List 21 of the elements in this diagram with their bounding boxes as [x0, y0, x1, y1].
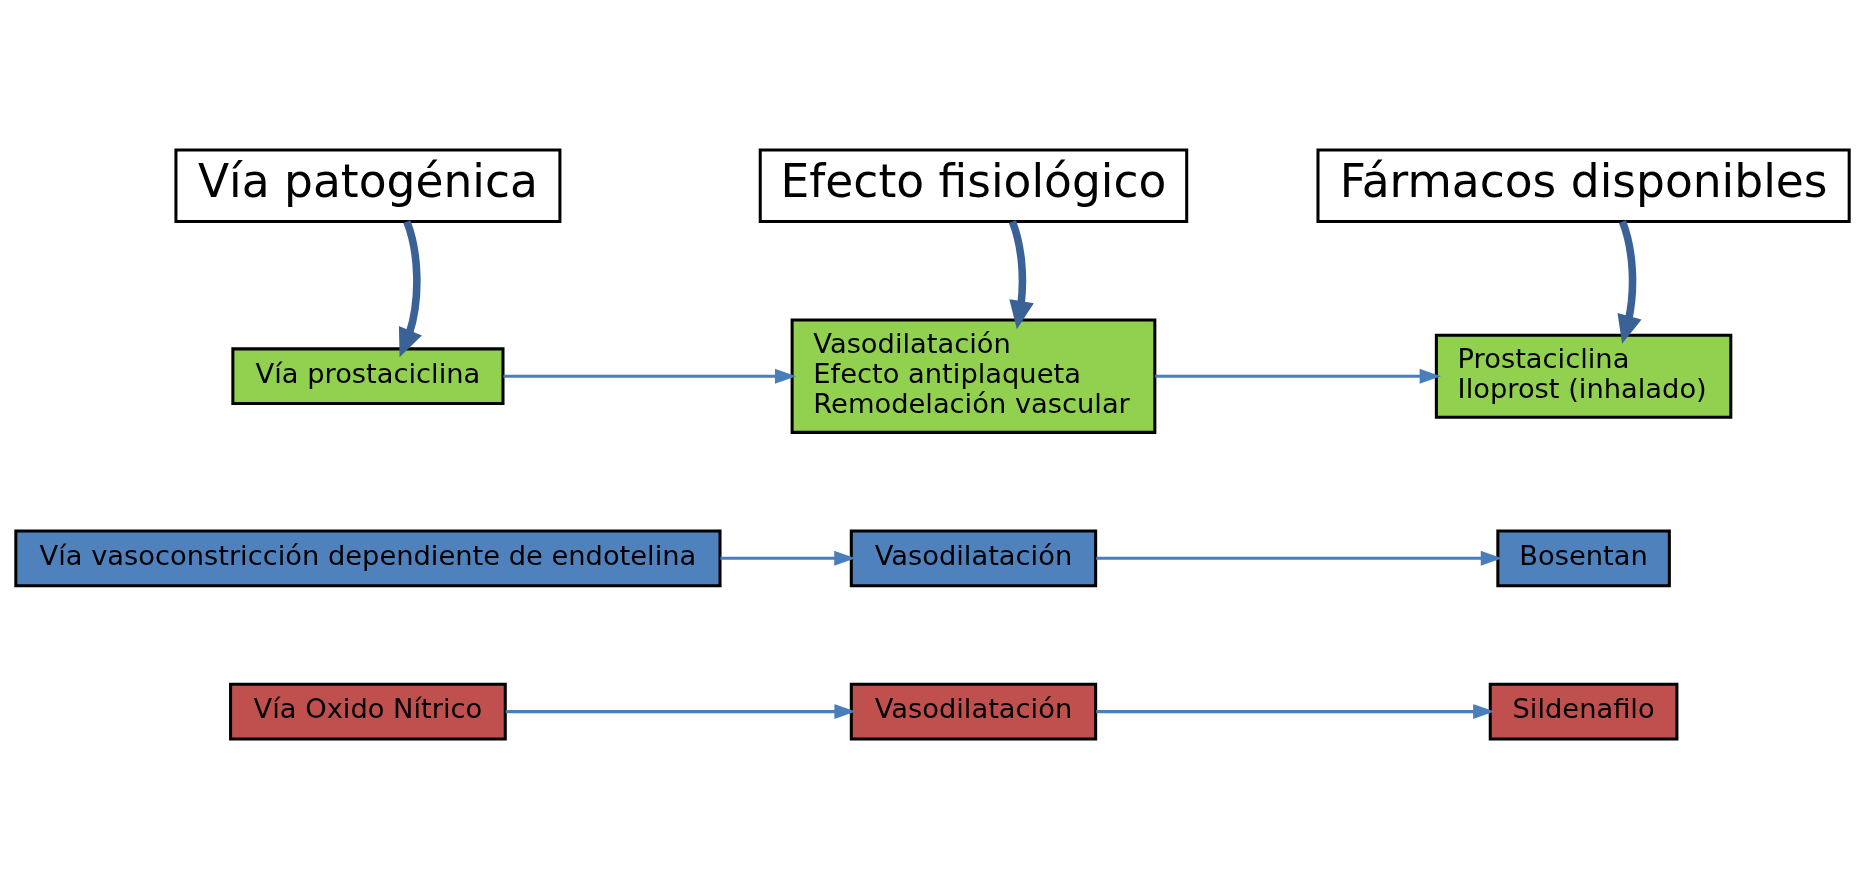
node-box: Vasodilatación — [849, 529, 1097, 588]
arrow — [1154, 368, 1441, 384]
arrow — [1095, 550, 1502, 566]
node-box: Vía vasoconstricción dependiente de endotelina — [13, 529, 722, 588]
arrow — [1008, 220, 1034, 330]
node-box: Vasodilatación Efecto antiplaqueta Remodelación vascular — [790, 318, 1156, 434]
arrow — [1095, 704, 1494, 720]
arrow — [719, 550, 855, 566]
node-box: Efecto fisiológico — [758, 148, 1188, 223]
node-box: Prostaciclina Iloprost (inhalado) — [1434, 333, 1732, 419]
node-box: Bosentan — [1495, 529, 1671, 588]
arrow — [398, 220, 422, 358]
node-box: Vía patogénica — [173, 148, 561, 223]
node-box: Vía Oxido Nítrico — [228, 682, 507, 741]
node-box: Vía prostaciclina — [230, 347, 504, 406]
arrow — [502, 368, 796, 384]
node-box: Sildenafilo — [1488, 682, 1678, 741]
node-box: Fármacos disponibles — [1315, 148, 1851, 223]
node-box: Vasodilatación — [849, 682, 1097, 741]
arrow — [505, 704, 856, 720]
arrow — [1617, 220, 1642, 344]
